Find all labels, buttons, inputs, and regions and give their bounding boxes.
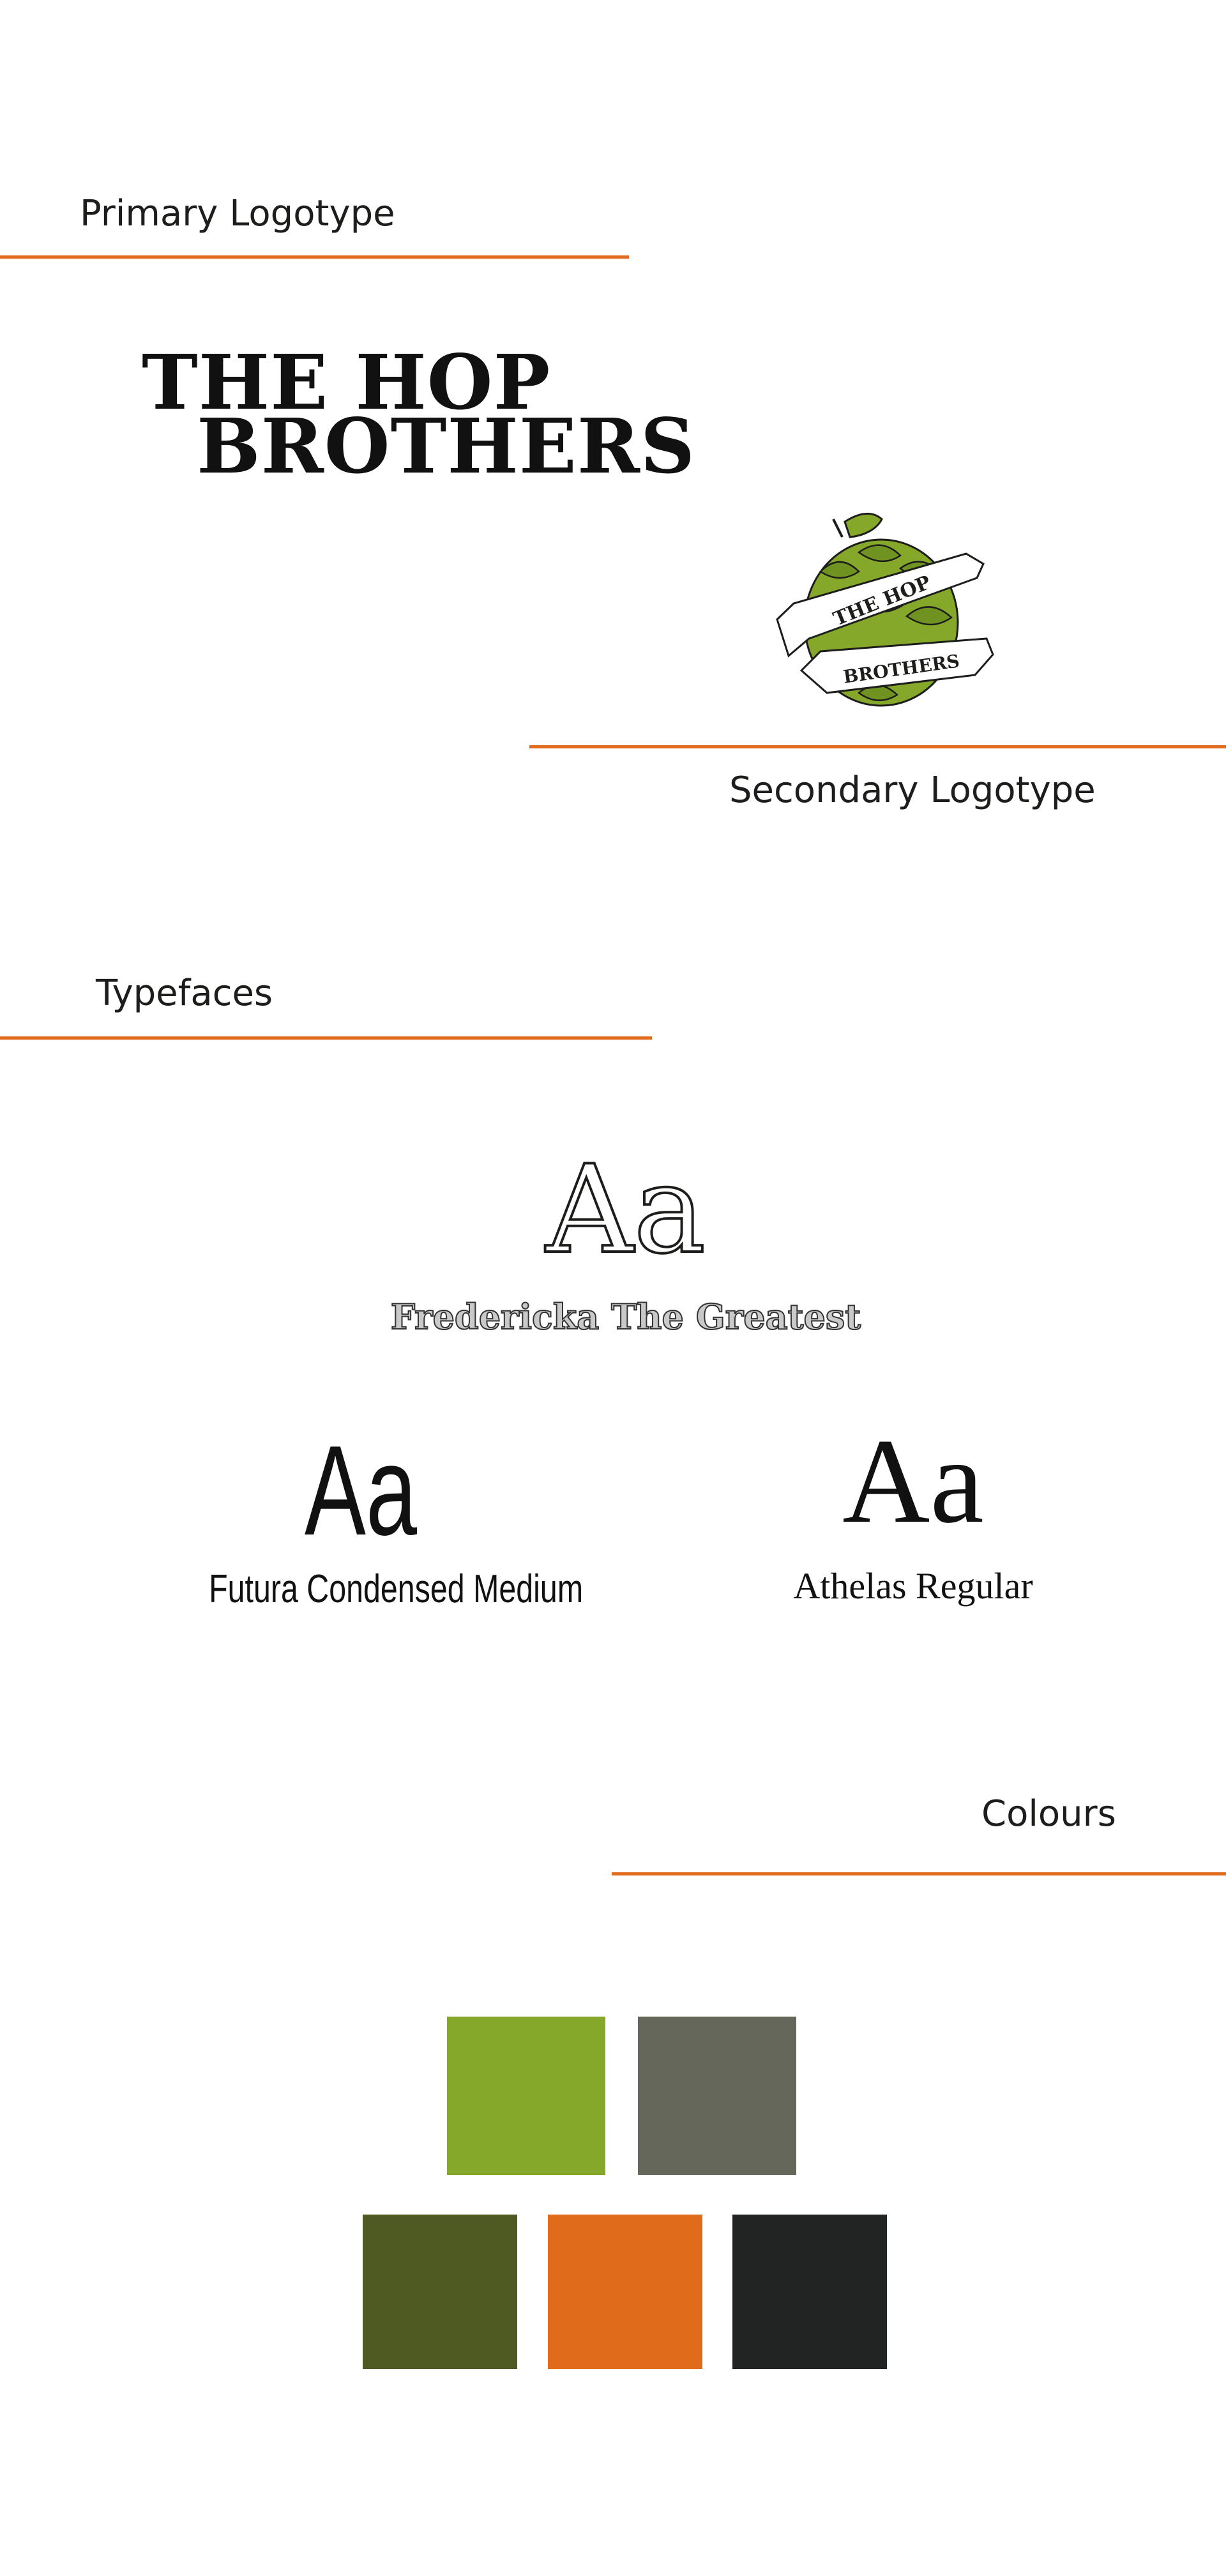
- colour-swatch-orange: [548, 2215, 702, 2369]
- typeface-sample-athelas: Aa: [842, 1414, 984, 1549]
- primary-logo: THE HOP BROTHERS: [142, 338, 695, 484]
- secondary-logo: THE HOP BROTHERS: [763, 508, 999, 712]
- secondary-logotype-title: Secondary Logotype: [729, 769, 1096, 811]
- secondary-logotype-rule: [529, 745, 1226, 748]
- colour-swatch-black: [732, 2215, 887, 2369]
- colour-swatch-olive: [363, 2215, 517, 2369]
- typeface-name-fredericka: Fredericka The Greatest: [390, 1296, 862, 1338]
- primary-logo-line1: THE HOP: [142, 338, 551, 427]
- primary-logotype-rule: [0, 255, 629, 259]
- colour-swatch-grey: [638, 2017, 796, 2175]
- hop-cone-icon: THE HOP BROTHERS: [776, 512, 994, 707]
- typefaces-title: Typefaces: [96, 973, 273, 1014]
- colours-rule: [612, 1872, 1226, 1875]
- colour-swatch-green: [447, 2017, 605, 2175]
- typeface-name-athelas: Athelas Regular: [793, 1565, 1033, 1607]
- typefaces-rule: [0, 1036, 652, 1040]
- typeface-name-futura: Futura Condensed Medium: [209, 1567, 584, 1611]
- typeface-sample-fredericka: Aa: [545, 1139, 708, 1280]
- typeface-sample-futura: Aa: [304, 1420, 418, 1562]
- primary-logo-line2: BROTHERS: [197, 402, 696, 490]
- primary-logotype-title: Primary Logotype: [80, 193, 395, 234]
- colours-title: Colours: [981, 1793, 1116, 1835]
